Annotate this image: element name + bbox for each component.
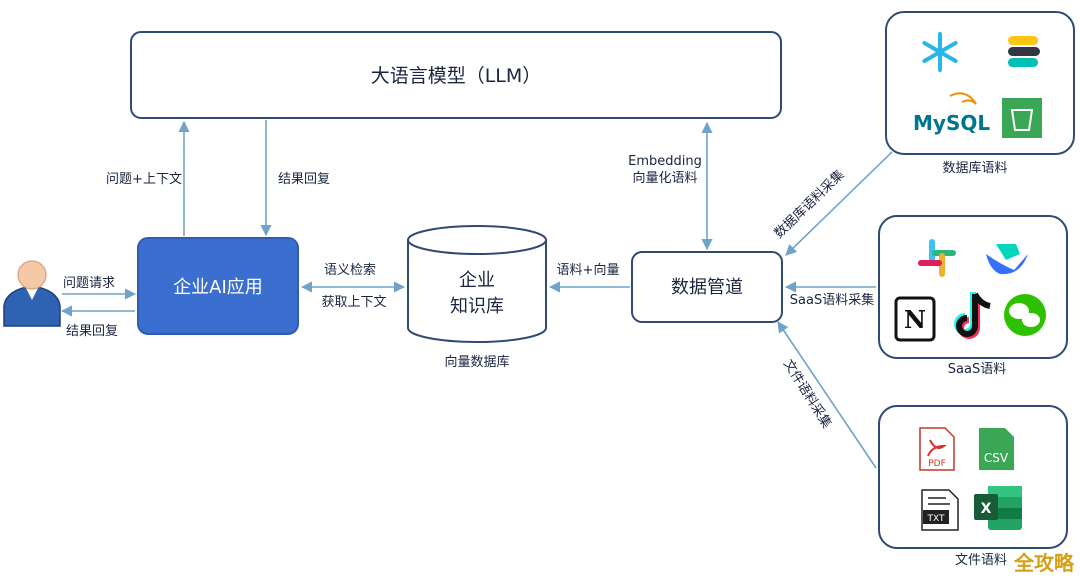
edge-label-user-reply: 结果回复: [66, 324, 118, 339]
edge-label-semantic-search: 语义检索: [324, 263, 376, 278]
edge-label-embedding: Embedding: [628, 154, 702, 169]
mysql-logo-text: MySQL: [913, 111, 990, 135]
knowledge-base-cylinder: [407, 225, 547, 343]
arrow-db-to-pipeline: [785, 151, 893, 256]
notion-icon: N: [894, 296, 936, 342]
excel-icon-text: X: [981, 501, 992, 517]
file-sources-box: [878, 405, 1068, 549]
txt-icon: TXT: [921, 489, 959, 531]
data-pipeline-label: 数据管道: [671, 277, 743, 298]
database-sources-caption: 数据库语料: [942, 160, 1007, 176]
knowledge-base-label-2: 知识库: [450, 296, 504, 317]
edge-label-saas-collect: SaaS语料采集: [790, 292, 874, 308]
user-avatar-icon: [3, 260, 61, 327]
edge-label-get-context: 获取上下文: [321, 295, 386, 310]
csv-icon: CSV: [979, 428, 1014, 470]
llm-label: 大语言模型（LLM）: [371, 65, 542, 87]
edge-label-user-request: 问题请求: [63, 276, 115, 291]
slack-icon: [918, 239, 956, 277]
edge-label-embedding-vector: 向量化语料: [632, 170, 697, 186]
edge-label-db-collect: 数据库语料采集: [771, 167, 848, 242]
llm-box: [130, 31, 782, 119]
wechat-icon: [1004, 294, 1046, 336]
enterprise-ai-app-box: [137, 237, 299, 335]
feishu-icon: [986, 244, 1028, 275]
file-sources-caption: 文件语料: [955, 553, 1007, 568]
bucket-icon: [1002, 98, 1042, 138]
saas-sources-caption: SaaS语料: [948, 362, 1006, 377]
knowledge-base-label-1: 企业: [459, 270, 495, 291]
csv-icon-text: CSV: [984, 451, 1009, 465]
excel-icon: X: [974, 486, 1022, 530]
data-pipeline-box: [631, 251, 783, 323]
txt-icon-text: TXT: [926, 514, 945, 524]
pdf-icon-text: PDF: [928, 459, 946, 469]
elastic-icon: [1008, 36, 1040, 67]
tiktok-icon: [954, 292, 991, 339]
edge-label-answer-reply: 结果回复: [278, 172, 330, 187]
arrow-files-to-pipeline: [777, 321, 877, 469]
snowflake-icon: [922, 32, 958, 72]
watermark-text: 全攻略: [1013, 551, 1075, 575]
svg-text:N: N: [904, 305, 926, 334]
edge-label-corpus-vector: 语料+向量: [557, 262, 620, 278]
pdf-icon: PDF: [919, 427, 955, 471]
enterprise-ai-app-label: 企业AI应用: [173, 277, 263, 298]
mysql-icon: MySQL: [913, 92, 990, 135]
edge-label-question-context: 问题+上下文: [106, 172, 182, 187]
knowledge-base-caption: 向量数据库: [444, 354, 509, 370]
